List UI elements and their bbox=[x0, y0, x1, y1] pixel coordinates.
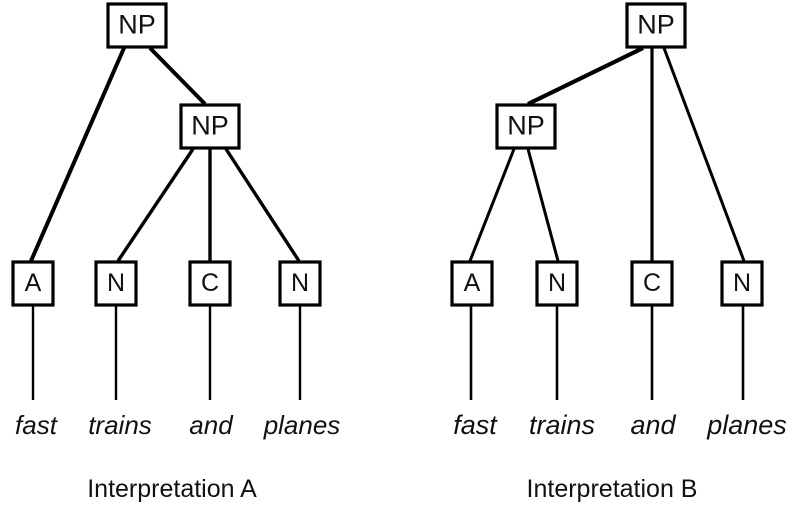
node-label-a-np-root: NP bbox=[118, 10, 156, 40]
tree-edge-b-edge-root-np bbox=[527, 46, 644, 106]
node-label-b-pos-a: A bbox=[464, 269, 481, 297]
node-box-b-pos-c bbox=[630, 260, 674, 307]
node-label-a-np-sub: NP bbox=[191, 111, 229, 141]
tree-node-a-pos-n2: N bbox=[278, 260, 322, 307]
tree-node-a-pos-c: C bbox=[188, 260, 232, 307]
tree-node-a-np-root: NP bbox=[106, 2, 168, 49]
terminal-word-b-word-trains: trains bbox=[529, 410, 595, 440]
node-box-b-np-sub bbox=[495, 103, 557, 150]
node-box-b-pos-n1 bbox=[535, 260, 579, 307]
tree-edge-b-edge-np-a bbox=[468, 148, 516, 262]
terminal-word-a-word-planes: planes bbox=[263, 410, 341, 440]
tree-node-b-pos-c: C bbox=[630, 260, 674, 307]
tree-edge-b-edge-np-n1 bbox=[526, 148, 560, 262]
node-box-b-np-root bbox=[625, 2, 687, 49]
node-box-b-pos-a bbox=[450, 260, 494, 307]
tree-node-b-pos-n1: N bbox=[535, 260, 579, 307]
tree-node-a-pos-n1: N bbox=[94, 260, 138, 307]
tree-edge-a-edge-np-n2 bbox=[224, 148, 301, 262]
node-box-b-pos-n2 bbox=[720, 260, 764, 307]
tree-node-a-pos-a: A bbox=[11, 260, 55, 307]
node-box-a-pos-c bbox=[188, 260, 232, 307]
terminal-word-b-word-fast: fast bbox=[453, 410, 498, 440]
tree-edge-a-edge-np-n1 bbox=[116, 148, 195, 262]
node-label-a-pos-a: A bbox=[25, 269, 42, 297]
node-label-b-pos-c: C bbox=[643, 269, 661, 297]
tree-node-b-pos-n2: N bbox=[720, 260, 764, 307]
node-label-b-np-root: NP bbox=[637, 10, 675, 40]
tree-edge-b-edge-root-n2 bbox=[662, 47, 746, 262]
node-box-a-np-root bbox=[106, 2, 168, 49]
node-box-a-pos-n2 bbox=[278, 260, 322, 307]
node-box-a-np-sub bbox=[179, 103, 241, 150]
tree-caption-interpretation-b: Interpretation B bbox=[527, 475, 698, 503]
tree-node-b-pos-a: A bbox=[450, 260, 494, 307]
terminal-word-a-word-and: and bbox=[189, 410, 234, 440]
tree-edge-a-edge-root-np bbox=[148, 46, 207, 106]
tree-caption-interpretation-a: Interpretation A bbox=[87, 475, 257, 503]
node-label-a-pos-c: C bbox=[201, 269, 219, 297]
tree-node-b-np-root: NP bbox=[625, 2, 687, 49]
tree-edge-a-edge-root-a bbox=[29, 47, 126, 262]
node-label-b-np-sub: NP bbox=[507, 111, 545, 141]
node-label-b-pos-n2: N bbox=[733, 269, 751, 297]
node-label-a-pos-n1: N bbox=[107, 269, 125, 297]
terminal-word-a-word-trains: trains bbox=[88, 410, 152, 440]
tree-node-b-np-sub: NP bbox=[495, 103, 557, 150]
terminal-word-b-word-planes: planes bbox=[706, 410, 787, 440]
terminal-word-b-word-and: and bbox=[630, 410, 676, 440]
node-box-a-pos-a bbox=[11, 260, 55, 307]
tree-node-a-np-sub: NP bbox=[179, 103, 241, 150]
node-box-a-pos-n1 bbox=[94, 260, 138, 307]
terminal-word-a-word-fast: fast bbox=[15, 410, 59, 440]
node-label-a-pos-n2: N bbox=[291, 269, 309, 297]
node-label-b-pos-n1: N bbox=[548, 269, 566, 297]
